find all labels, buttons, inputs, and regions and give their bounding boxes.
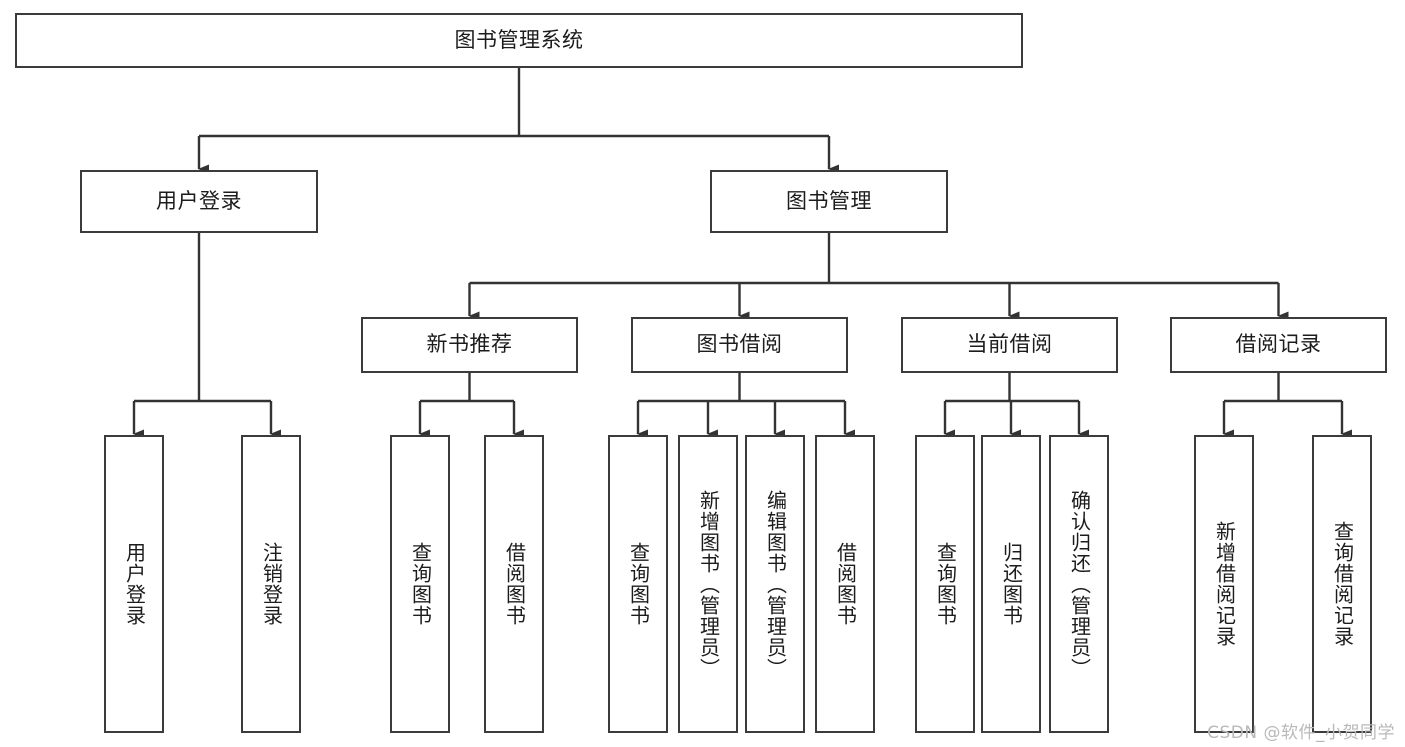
node-label: 图书管理系统 [454,27,584,52]
node-leaf-record-query[interactable]: 查询借阅记录 [1312,435,1372,733]
node-label: 查询图书 [408,542,433,626]
node-label: 查询图书 [626,542,651,626]
node-new-book-rec[interactable]: 新书推荐 [361,317,578,373]
node-label: 注销登录 [259,542,284,626]
node-current-borrow[interactable]: 当前借阅 [901,317,1118,373]
node-label: 图书管理 [786,188,872,213]
node-leaf-current-return-book[interactable]: 归还图书 [981,435,1041,733]
node-borrow-record[interactable]: 借阅记录 [1170,317,1387,373]
node-leaf-current-query-book[interactable]: 查询图书 [915,435,975,733]
node-label: 归还图书 [999,542,1024,626]
node-leaf-rec-query-book[interactable]: 查询图书 [390,435,450,733]
csdn-watermark: CSDN @软件_小贺同学 [1207,723,1395,743]
node-leaf-user-login[interactable]: 用户登录 [104,435,164,733]
node-label: 用户登录 [156,188,242,213]
node-leaf-record-add[interactable]: 新增借阅记录 [1194,435,1254,733]
node-label: 查询借阅记录 [1330,521,1355,647]
node-label: 图书借阅 [696,332,783,357]
node-label: 用户登录 [122,542,147,626]
node-leaf-borrow-borrow-book[interactable]: 借阅图书 [815,435,875,733]
node-leaf-borrow-query-book[interactable]: 查询图书 [608,435,668,733]
node-book-borrow[interactable]: 图书借阅 [631,317,848,373]
node-leaf-borrow-edit-book[interactable]: 编辑图书（管理员） [745,435,805,733]
node-label: 当前借阅 [966,332,1053,357]
node-leaf-current-confirm-return[interactable]: 确认归还（管理员） [1049,435,1109,733]
node-leaf-borrow-add-book[interactable]: 新增图书（管理员） [678,435,738,733]
node-label: 查询图书 [933,542,958,626]
node-book-manage[interactable]: 图书管理 [710,170,948,233]
node-label: 编辑图书（管理员） [763,489,788,679]
node-label: 借阅记录 [1235,332,1322,357]
node-leaf-rec-borrow-book[interactable]: 借阅图书 [484,435,544,733]
node-leaf-user-logout[interactable]: 注销登录 [241,435,301,733]
node-label: 借阅图书 [833,542,858,626]
node-label: 新增借阅记录 [1212,521,1237,647]
node-label: 借阅图书 [502,542,527,626]
node-label: 新增图书（管理员） [696,489,721,679]
node-root[interactable]: 图书管理系统 [15,13,1023,68]
node-user-login[interactable]: 用户登录 [80,170,318,233]
node-label: 确认归还（管理员） [1067,489,1092,679]
node-label: 新书推荐 [426,332,513,357]
